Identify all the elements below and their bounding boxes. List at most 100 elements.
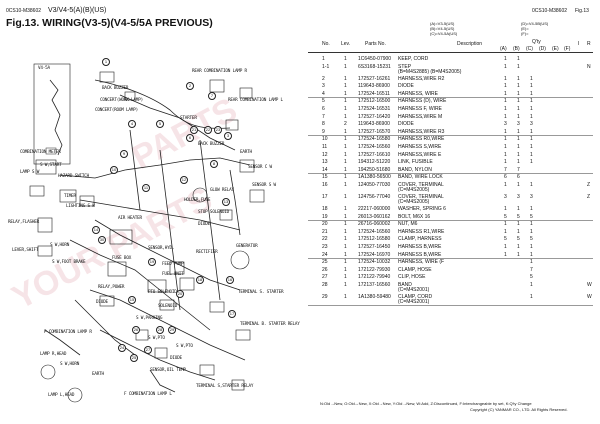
label-sensor-sw: SENSOR S W: [252, 183, 276, 188]
cell-lev: 1: [344, 75, 347, 82]
col-lev: Lev.: [341, 41, 351, 47]
cell-part-number: 1A1380-56500: [358, 174, 391, 181]
cell-part-number: 172524-16511: [358, 90, 390, 97]
label-sensor-cw: SENSOR C W: [248, 165, 272, 170]
label-timer: TIMER: [64, 194, 76, 199]
cell-qty: 1: [530, 98, 533, 105]
callout-29: 29: [168, 326, 176, 334]
cell-qty: 1: [517, 98, 520, 105]
variant-f: (F)=: [521, 31, 529, 36]
cell-no: 3: [322, 83, 325, 90]
label-fuse-box: FUSE BOX: [112, 256, 132, 261]
cell-part-number: 172512-16500: [358, 98, 391, 105]
cell-description: HARNESS,WIRE R3: [398, 128, 445, 135]
cell-lev: 1: [344, 182, 347, 188]
callout-1: 1: [102, 58, 110, 66]
cell-description: KEEP, CORD: [398, 56, 429, 62]
cell-remark: W: [587, 294, 592, 300]
cell-part-number: 1A1380-59480: [358, 294, 391, 300]
variant-e: (E)=: [521, 26, 529, 31]
label-back-buzzer: BACK BUZZER: [102, 86, 129, 91]
cell-no: 23: [322, 244, 328, 250]
callout-26: 26: [132, 326, 140, 334]
cell-lev: 1: [344, 221, 347, 228]
cell-lev: 1: [344, 228, 347, 235]
cell-description: HARNESS F, WIRE: [398, 106, 442, 112]
callout-4: 4: [128, 120, 136, 128]
callout-2: 2: [186, 82, 194, 90]
label-terminal-s-starter: TERMINAL S. STARTER: [238, 290, 284, 295]
cell-lev: 1: [344, 144, 347, 150]
callout-17: 17: [228, 310, 236, 318]
label-sw-start: S W,START: [40, 163, 62, 168]
cell-description: HARNESS B,WIRE: [398, 244, 442, 250]
cell-part-number: 172512-16580: [358, 236, 391, 243]
row-divider: [308, 173, 593, 174]
cell-no: 22: [322, 236, 328, 243]
cell-lev: 1: [344, 266, 347, 273]
cell-part-number: 172527-16610: [358, 151, 391, 158]
cell-no: 9: [322, 128, 325, 135]
figure-title: Fig.13. WIRING(V3-5)(V4-5/5A PREVIOUS): [6, 17, 213, 29]
cell-lev: 1: [344, 236, 347, 243]
label-rectifier: RECTIFIER: [196, 250, 218, 255]
label-stop-solenoid: STOP SOLENOID: [198, 210, 230, 215]
cell-no: 25: [322, 259, 328, 266]
label-fuel-unit: FUEL UNIT: [162, 272, 184, 277]
cell-qty: 1: [504, 128, 507, 135]
cell-no: 2: [322, 75, 325, 82]
col-r: R: [587, 41, 591, 47]
serial-note: (C=M4S2005): [398, 199, 430, 206]
cell-lev: 1: [344, 174, 347, 181]
cell-qty: 1: [504, 228, 507, 235]
cell-description: BAND, WIRE LOCK: [398, 174, 443, 181]
cell-qty: 1: [517, 136, 520, 143]
cell-qty: 3: [530, 194, 533, 200]
cell-description: HARNESS, WIRE (F: [398, 259, 445, 266]
row-note: (C=M4S2001): [300, 300, 600, 306]
cell-qty: 1: [504, 244, 507, 250]
cell-qty: 1: [517, 221, 520, 228]
cell-lev: 1: [344, 251, 347, 258]
serial-note: (C=M4S2001): [398, 287, 430, 294]
cell-part-number: 172527-16261: [358, 75, 391, 82]
cell-lev: 1: [344, 274, 347, 281]
cell-qty: 1: [504, 144, 507, 150]
cell-description: HARNESS R1,WIRE: [398, 228, 445, 235]
cell-qty: 1: [530, 90, 533, 97]
cell-qty: 1: [530, 113, 533, 120]
cell-qty: 5: [517, 236, 520, 243]
cell-qty: 1: [530, 251, 533, 258]
label-solenoid: SOLENOID: [158, 304, 178, 309]
label-terminal-s-starter-relay: TERMINAL S,STARTER RELAY: [196, 384, 254, 389]
cell-qty: 5: [517, 213, 520, 220]
cell-description: HARNESS,WIRE M: [398, 113, 443, 120]
cell-qty: 1: [517, 151, 520, 158]
cell-part-number: 124050-77030: [358, 182, 391, 188]
cell-description: HARNESS (D), WIRE: [398, 98, 447, 105]
label-feed-pump: FEED PUMP: [162, 262, 184, 267]
cell-qty: 1: [517, 113, 520, 120]
cell-part-number: 172527-16420: [358, 113, 391, 120]
label-lever-shift: LEVER,SHIFT: [12, 248, 39, 253]
cell-qty: 1: [530, 159, 533, 166]
cell-lev: 1: [344, 63, 347, 70]
cell-description: HARNESS S,WIRE: [398, 144, 442, 150]
copyright: Copyright (C) YANMAR CO., LTD. All Right…: [470, 407, 568, 412]
qty-col-d: (D): [539, 46, 546, 52]
variant-b: (B)=V4-5(US): [430, 26, 455, 31]
cell-part-number: 1C6450-07900: [358, 56, 392, 62]
cell-no: 13: [322, 159, 328, 166]
cell-qty: 1: [530, 106, 533, 112]
cell-qty: 1: [517, 128, 520, 135]
label-combination-meter: COMBINATION METER: [20, 150, 61, 155]
